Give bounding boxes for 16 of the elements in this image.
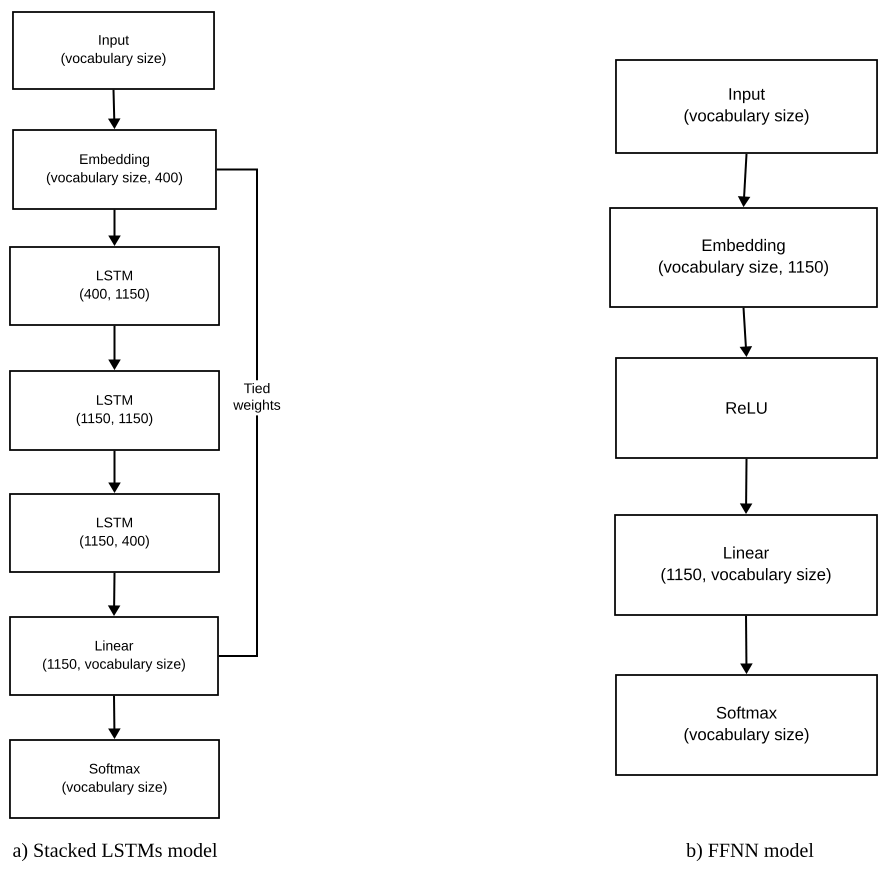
layer-box: Embedding (vocabulary size, 1150) xyxy=(609,207,878,308)
layer-box: LSTM (400, 1150) xyxy=(9,246,220,326)
layer-box: Linear (1150, vocabulary size) xyxy=(9,616,219,696)
edge-label: Tied weights xyxy=(229,380,285,416)
layer-box: Linear (1150, vocabulary size) xyxy=(614,514,878,616)
caption: a) Stacked LSTMs model xyxy=(13,842,218,862)
caption: b) FFNN model xyxy=(686,842,814,862)
layer-box: Input (vocabulary size) xyxy=(12,11,215,90)
layer-box: Softmax (vocabulary size) xyxy=(9,739,220,819)
layer-box: Embedding (vocabulary size, 400) xyxy=(12,129,217,210)
connector-line xyxy=(216,168,258,657)
layer-box: LSTM (1150, 400) xyxy=(9,493,220,573)
layer-box: Softmax (vocabulary size) xyxy=(615,674,878,776)
layer-box: Input (vocabulary size) xyxy=(615,59,878,154)
layer-box: ReLU xyxy=(615,357,878,459)
layer-box: LSTM (1150, 1150) xyxy=(9,370,220,451)
